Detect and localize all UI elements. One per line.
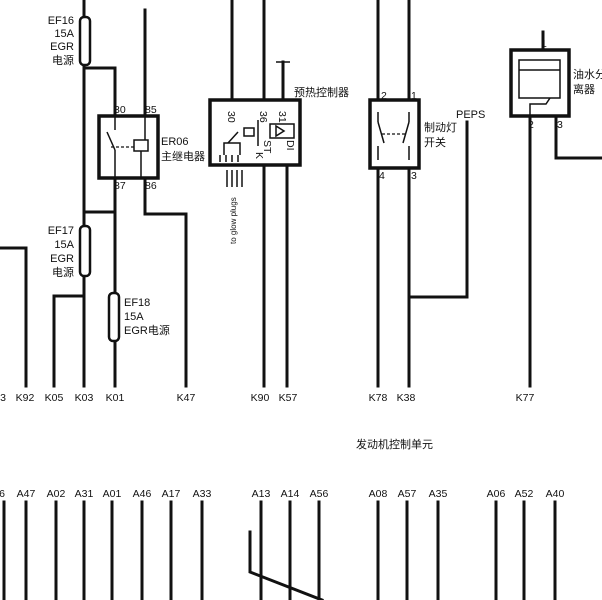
glow-pin-k: K — [253, 152, 265, 159]
relay-pin-30: 30 — [114, 104, 126, 116]
ecu-k-pin-row: 3 K92 K05 K03 K01 K47 K90 K57 K78 K38 K77 — [0, 392, 534, 404]
fuse-ef16-line-2: 15A — [54, 28, 74, 40]
glow-output-label: to glow plugs — [229, 197, 238, 244]
brake-pin-4: 4 — [379, 170, 385, 182]
ecu-pin-3: 3 — [0, 392, 6, 404]
ecu-pin-a14: A14 — [281, 488, 300, 500]
ecu-pin-a52: A52 — [515, 488, 534, 500]
fuse-ef17-line-4: 电源 — [52, 265, 74, 279]
glow-plug-controller: 30 36 31 K ST DI 预热控制器 — [208, 85, 349, 167]
ecu-pin-k77: K77 — [516, 392, 535, 404]
separator-pin-3: 3 — [557, 119, 563, 131]
ecu-pin-k03: K03 — [75, 392, 94, 404]
ecu-pin-a17: A17 — [162, 488, 181, 500]
ecu-pin-k90: K90 — [251, 392, 270, 404]
brake-pin-2: 2 — [381, 90, 387, 102]
ecu-pin-k92: K92 — [16, 392, 35, 404]
relay-pin-86: 86 — [145, 180, 157, 192]
fuse-ef16: EF16 15A EGR 电源 — [48, 15, 92, 67]
relay-desc: 主继电器 — [161, 150, 205, 163]
relay-pin-85: 85 — [145, 104, 157, 116]
ecu-pin-k47: K47 — [177, 392, 196, 404]
ecu-pin-a01: A01 — [103, 488, 122, 500]
glow-controller-name: 预热控制器 — [294, 85, 349, 99]
ecu-pin-a46: A46 — [133, 488, 152, 500]
ecu-pin-a02: A02 — [47, 488, 66, 500]
separator-pin-2: 2 — [528, 119, 534, 131]
brake-pin-3: 3 — [411, 170, 417, 182]
ecu-pin-6: 6 — [0, 488, 5, 500]
ecu-pin-a40: A40 — [546, 488, 565, 500]
ecu-pin-k01: K01 — [106, 392, 125, 404]
brake-light-switch: 2 1 4 3 制动灯 开关 PEPS — [368, 90, 485, 182]
relay-er06: 30 85 87 86 ER06 主继电器 — [97, 104, 205, 192]
glow-pin-31: 31 — [276, 111, 288, 123]
separator-pin-1: 1 — [541, 38, 547, 50]
ecu-pin-a06: A06 — [487, 488, 506, 500]
fuse-ef16-line-4: 电源 — [52, 53, 74, 67]
ecu-pin-k05: K05 — [45, 392, 64, 404]
ecu-pin-k38: K38 — [397, 392, 416, 404]
glow-pin-di: DI — [284, 140, 296, 151]
glow-pin-36: 36 — [257, 111, 269, 123]
fuse-ef17: EF17 15A EGR 电源 — [48, 224, 92, 279]
fuse-ef16-line-1: EF16 — [48, 15, 74, 27]
glow-pin-30: 30 — [225, 111, 237, 123]
water-separator: 1 2 3 油水分 离器 — [509, 30, 602, 131]
fuse-ef18: EF18 15A EGR电源 — [107, 291, 170, 343]
fuse-ef17-line-2: 15A — [54, 239, 74, 251]
peps-label: PEPS — [456, 109, 485, 121]
ecu-pin-a13: A13 — [252, 488, 271, 500]
glow-pin-st: ST — [261, 140, 273, 154]
ecu-a-pin-row: 6 A47 A02 A31 A01 A46 A17 A33 A13 A14 A56 A08 A57 A35… — [0, 488, 564, 500]
brake-switch-name-1: 制动灯 — [424, 121, 457, 134]
fuse-ef18-line-3: EGR电源 — [124, 323, 170, 337]
ecu-pin-a47: A47 — [17, 488, 36, 500]
fuse-ef17-line-1: EF17 — [48, 225, 74, 237]
upper-wires — [0, 0, 602, 388]
ecu-pin-k78: K78 — [369, 392, 388, 404]
separator-name-2: 离器 — [573, 82, 595, 96]
relay-pin-87: 87 — [114, 180, 126, 192]
brake-switch-name-2: 开关 — [424, 135, 446, 149]
ecu-pin-a35: A35 — [429, 488, 448, 500]
fuse-ef18-line-2: 15A — [124, 311, 144, 323]
ecu-pin-a56: A56 — [310, 488, 329, 500]
ecu-pin-a33: A33 — [193, 488, 212, 500]
fuse-ef17-line-3: EGR — [50, 253, 74, 265]
ecu-title: 发动机控制单元 — [356, 437, 433, 451]
relay-name: ER06 — [161, 136, 189, 148]
ecu-pin-a57: A57 — [398, 488, 417, 500]
glow-plug-outputs: to glow plugs — [226, 170, 243, 244]
separator-name-1: 油水分 — [573, 67, 602, 81]
ecu-pin-a31: A31 — [75, 488, 94, 500]
fuse-ef18-line-1: EF18 — [124, 297, 150, 309]
fuse-ef16-line-3: EGR — [50, 41, 74, 53]
ecu-a-pin-wires — [2, 500, 557, 600]
brake-pin-1: 1 — [411, 90, 417, 102]
ecu-pin-a08: A08 — [369, 488, 388, 500]
ecu-pin-k57: K57 — [279, 392, 298, 404]
